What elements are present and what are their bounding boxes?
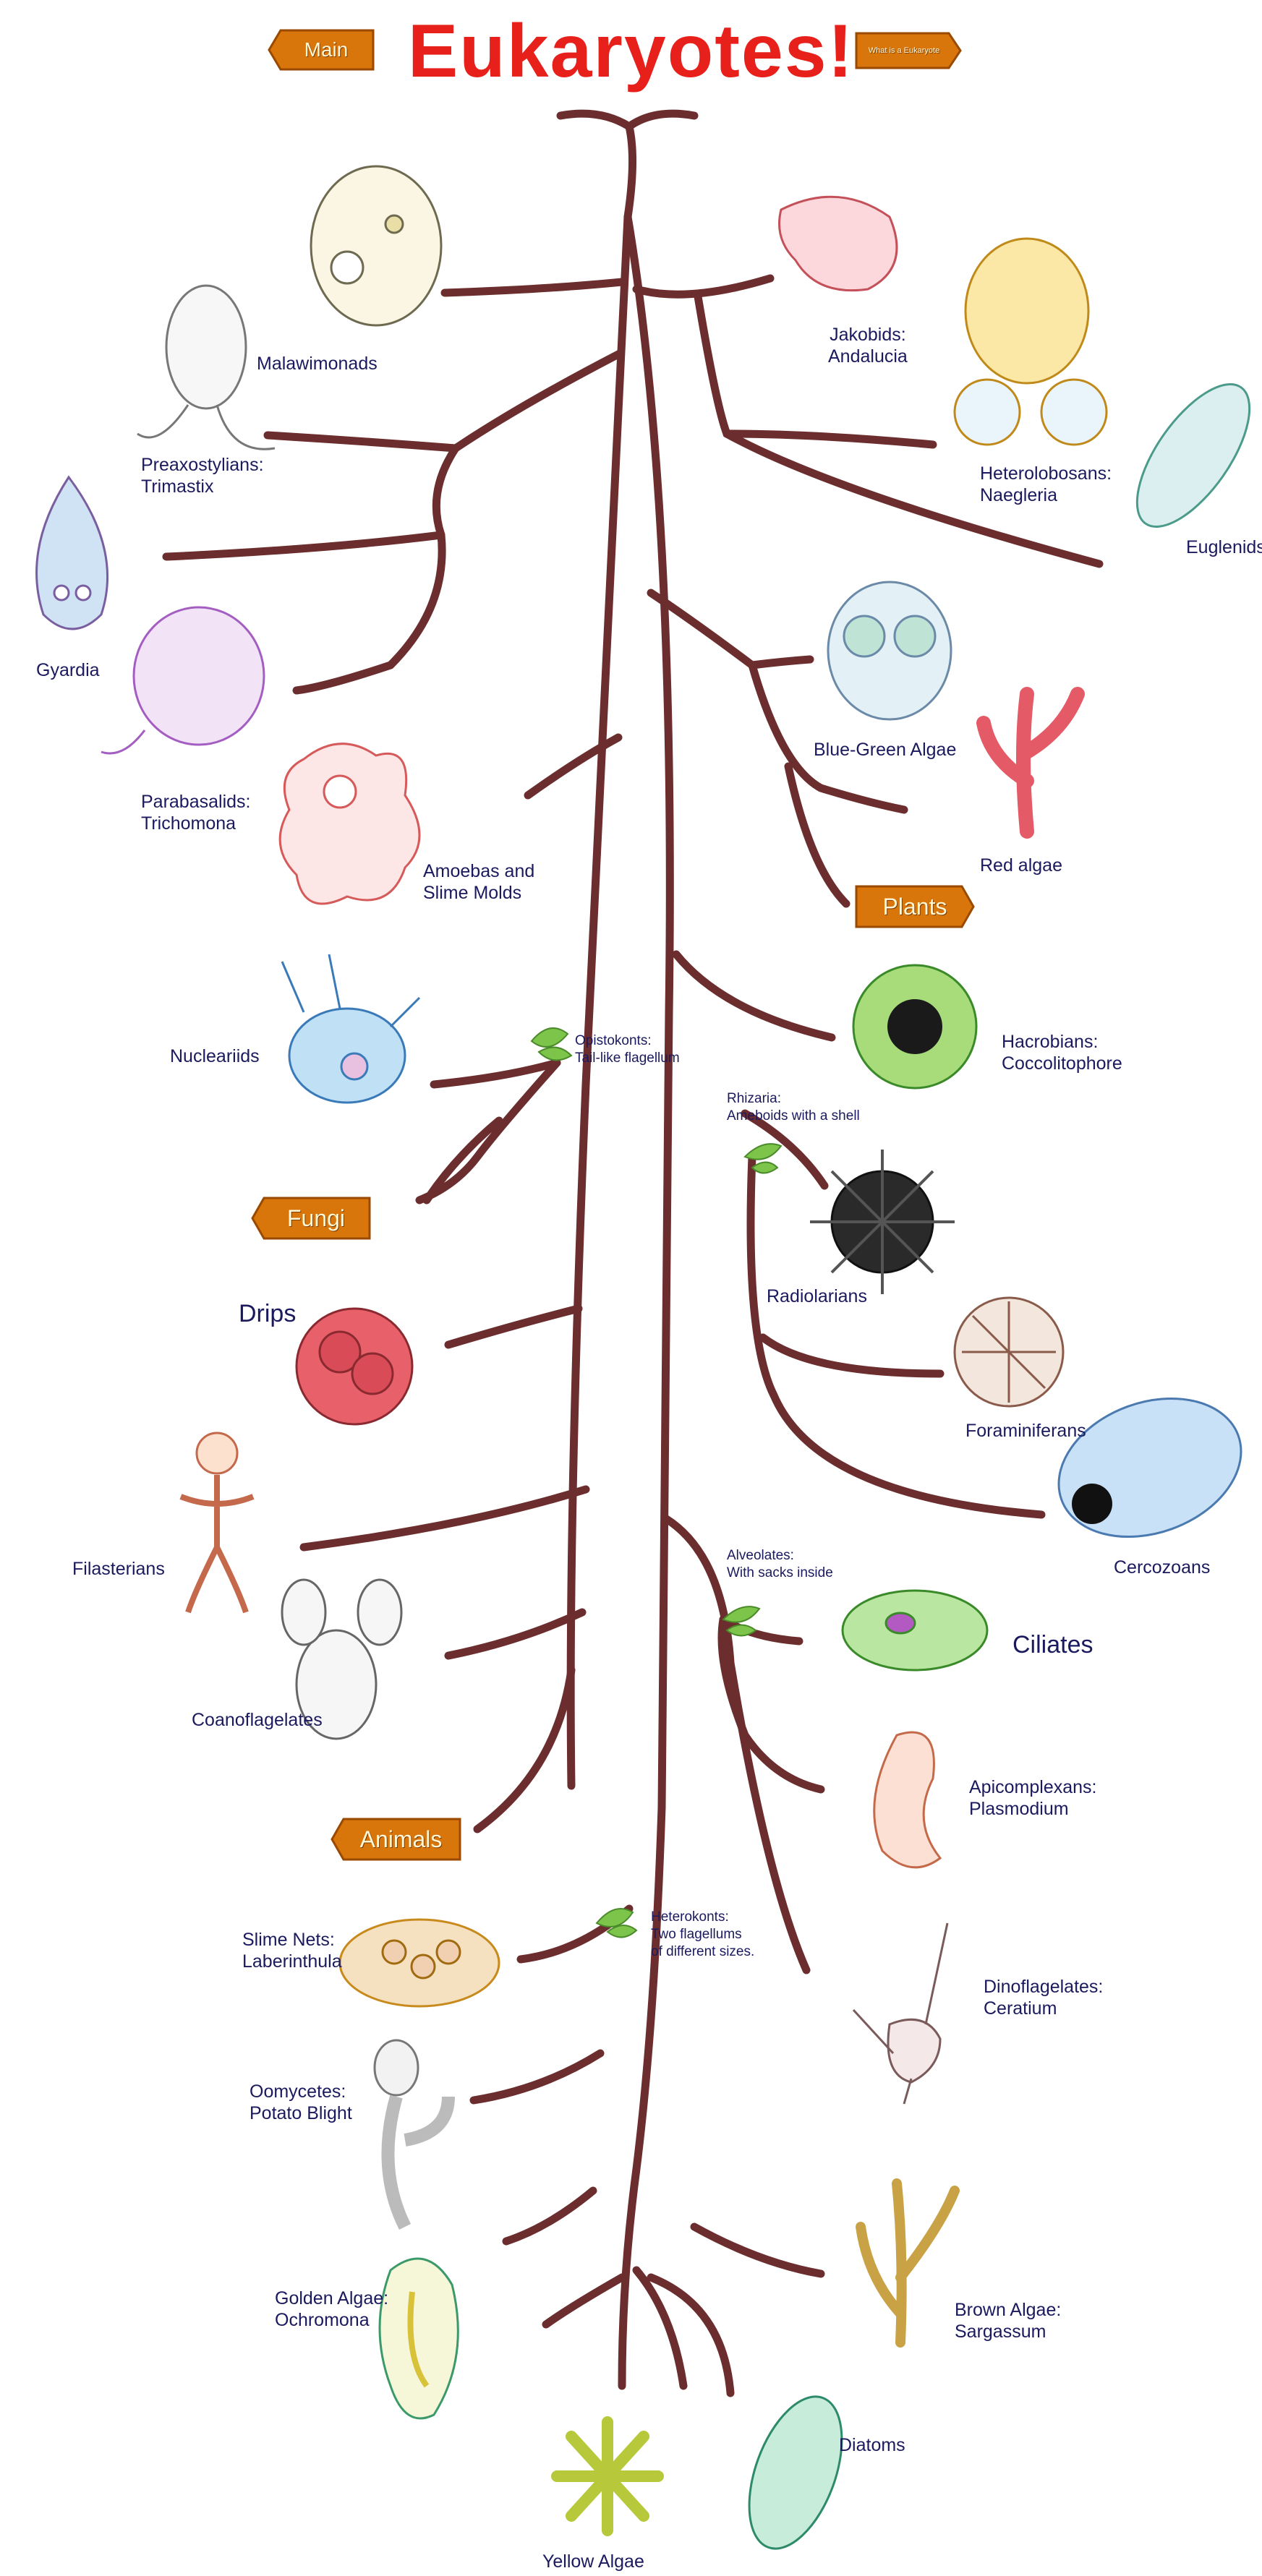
fungi-sign-label: Fungi — [286, 1204, 346, 1231]
label-amoebas: Amoebas and Slime Molds — [423, 861, 535, 903]
label-malawimonads: Malawimonads — [257, 354, 378, 374]
note-rhizaria: Rhizaria: Ameboids with a shell — [727, 1091, 860, 1124]
note-alveolates: Alveolates: With sacks inside — [727, 1548, 833, 1580]
blue-green-algae-icon — [827, 581, 952, 721]
plants-sign: Plants — [853, 883, 976, 930]
red-algae-icon — [976, 687, 1085, 839]
label-apicomplexans: Apicomplexans: Plasmodium — [969, 1777, 1097, 1819]
label-gyardia: Gyardia — [36, 660, 100, 680]
andalucia-icon — [778, 195, 898, 292]
fungi-sign: Fungi — [250, 1195, 372, 1241]
main-nav-label: Main — [304, 38, 349, 61]
label-foraminiferans: Foraminiferans — [965, 1421, 1086, 1441]
ceratium-icon — [852, 1922, 949, 2105]
plasmodium-icon — [873, 1731, 942, 1869]
label-drips: Drips — [239, 1300, 297, 1327]
nucleariid-icon — [281, 954, 421, 1104]
slime-net-icon — [338, 1918, 500, 2008]
diatom-icon — [748, 2395, 843, 2550]
ciliate-icon — [841, 1589, 989, 1672]
yellow-algae-icon — [551, 2416, 664, 2536]
sargassum-icon — [856, 2178, 960, 2348]
tree-branches — [162, 109, 1104, 2397]
label-cercozoans: Cercozoans — [1114, 1557, 1211, 1578]
cercozoan-icon — [1057, 1397, 1242, 1539]
what-is-eukaryote-label: What is a Eukaryote — [868, 46, 940, 55]
naegleria-icon — [953, 237, 1108, 446]
label-filasterians: Filasterians — [72, 1559, 165, 1579]
animals-sign: Animals — [329, 1816, 463, 1862]
malawimonad-icon — [310, 165, 443, 327]
label-heterolobosans: Heterolobosans: Naegleria — [980, 463, 1112, 505]
label-parabasalids: Parabasalids: Trichomona — [141, 792, 251, 834]
filasterian-icon — [179, 1432, 255, 1614]
oomycete-icon — [373, 2039, 455, 2230]
label-blue-green-algae: Blue-Green Algae — [814, 740, 957, 760]
label-brown-algae: Brown Algae: Sargassum — [955, 2300, 1062, 2342]
label-euglenids: Euglenids — [1186, 537, 1262, 557]
note-opistokonts: Opistokonts: Tail-like flagellum — [575, 1033, 680, 1066]
label-yellow-algae: Yellow Algae — [542, 2551, 644, 2572]
label-preaxostylians: Preaxostylians: Trimastix — [141, 455, 264, 497]
label-slime-nets: Slime Nets: Laberinthula — [242, 1930, 342, 1972]
label-nucleariids: Nucleariids — [170, 1046, 260, 1066]
gyardia-icon — [35, 475, 109, 630]
label-oomycetes: Oomycetes: Potato Blight — [250, 2081, 352, 2123]
amoeba-icon — [278, 743, 421, 905]
main-nav-button[interactable]: Main — [268, 27, 376, 72]
label-jakobids: Jakobids: Andalucia — [828, 325, 908, 367]
coanoflagelate-icon — [281, 1578, 403, 1740]
what-is-eukaryote-button[interactable]: What is a Eukaryote — [853, 30, 962, 71]
animals-sign-label: Animals — [359, 1826, 443, 1852]
ochromona-icon — [378, 2257, 459, 2420]
foraminiferan-icon — [953, 1296, 1065, 1408]
label-radiolarians: Radiolarians — [767, 1286, 867, 1306]
euglenid-icon — [1135, 383, 1251, 528]
trimastix-icon — [137, 284, 276, 450]
coccolitophore-icon — [852, 964, 978, 1090]
note-heterokonts: Heterokonts: Two flagellums of different… — [651, 1909, 755, 1959]
label-coanoflagelates: Coanoflagelates — [192, 1710, 323, 1730]
label-diatoms: Diatoms — [839, 2435, 905, 2455]
radiolarian-icon — [810, 1150, 955, 1294]
plants-sign-label: Plants — [882, 893, 947, 920]
label-golden-algae: Golden Algae: Ochromona — [275, 2288, 389, 2330]
leaf-icons — [530, 1027, 783, 1938]
drip-icon — [295, 1307, 414, 1426]
trichomona-icon — [101, 606, 265, 755]
label-ciliates: Ciliates — [1012, 1631, 1093, 1659]
page-title: Eukaryotes! — [407, 9, 855, 93]
label-dinoflagelates: Dinoflagelates: Ceratium — [984, 1977, 1104, 2019]
label-hacrobians: Hacrobians: Coccolitophore — [1002, 1032, 1122, 1074]
organism-illustrations — [35, 165, 1251, 2550]
label-red-algae: Red algae — [980, 855, 1062, 876]
